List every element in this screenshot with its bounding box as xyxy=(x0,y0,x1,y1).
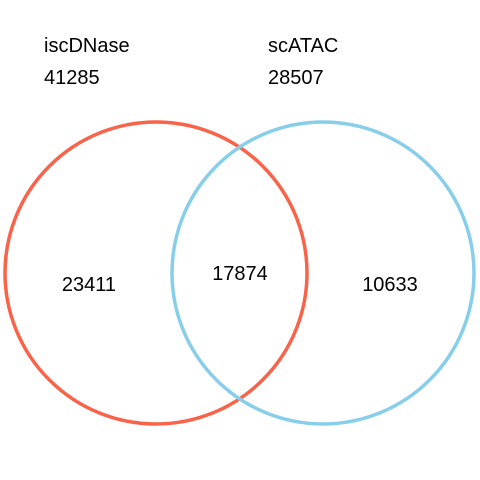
set-circle-scatac xyxy=(170,120,476,426)
set-total-iscdnase: 41285 xyxy=(44,67,100,89)
set-name-iscdnase: iscDNase xyxy=(44,35,130,57)
unique-count-iscdnase: 23411 xyxy=(62,274,116,296)
set-circle-iscdnase xyxy=(3,120,309,426)
set-total-scatac: 28507 xyxy=(268,67,324,89)
set-name-scatac: scATAC xyxy=(268,35,338,57)
overlap-count: 17874 xyxy=(212,263,268,285)
unique-count-scatac: 10633 xyxy=(362,274,418,296)
